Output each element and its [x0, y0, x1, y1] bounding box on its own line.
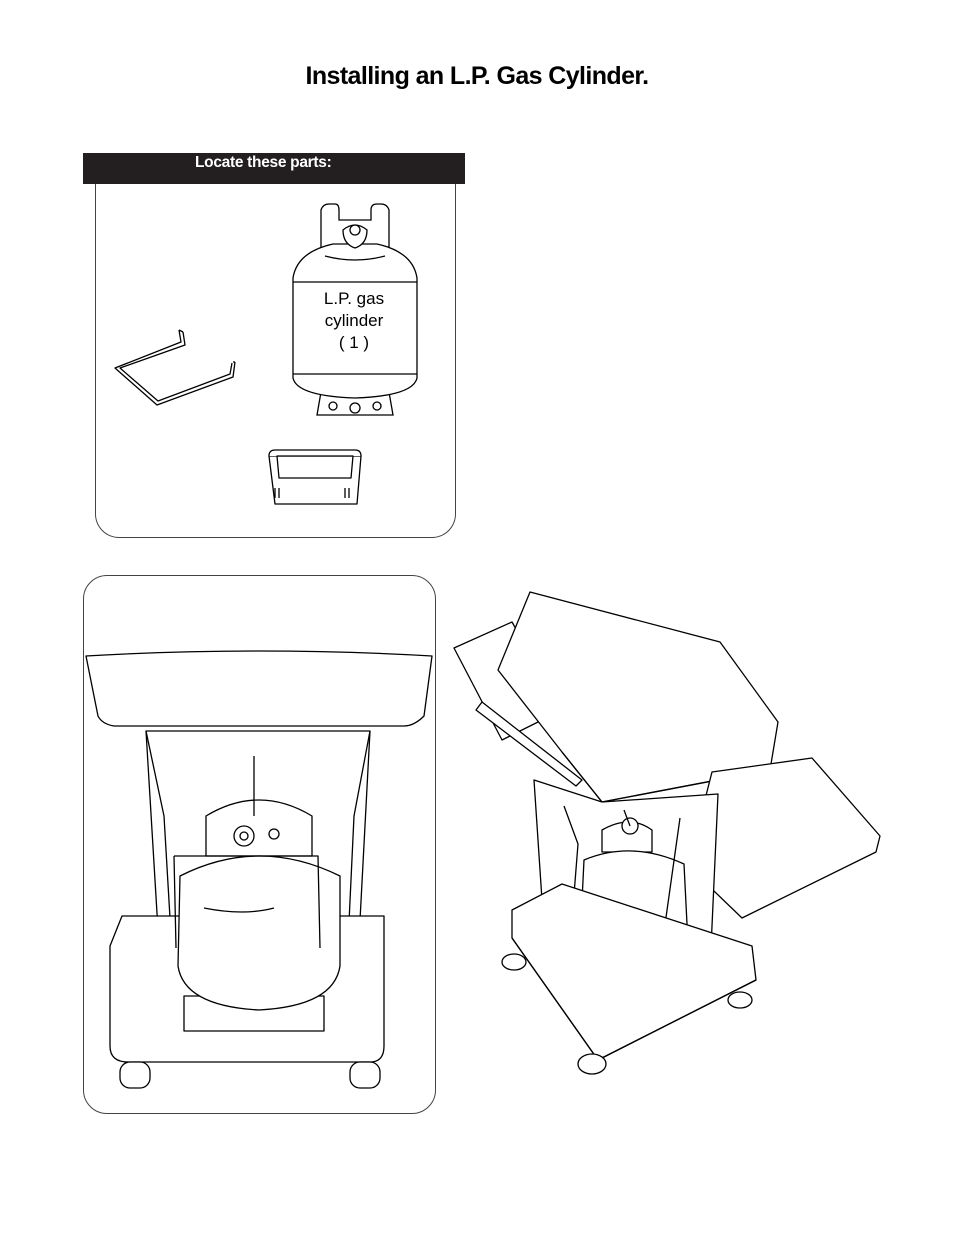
parts-box-header-label: Locate these parts: [195, 154, 332, 171]
retaining-wire-illustration [105, 320, 245, 415]
lp-gas-cylinder-label: L.P. gas cylinder ( 1 ) [292, 288, 416, 354]
page-title: Installing an L.P. Gas Cylinder. [305, 62, 650, 90]
parts-box-header: Locate these parts: [83, 153, 465, 184]
drip-cup-illustration [265, 448, 365, 510]
perspective-grill-illustration [452, 590, 882, 1080]
lp-gas-cylinder-illustration [285, 200, 425, 422]
rear-view-panel [83, 575, 436, 1114]
parts-box [95, 184, 456, 538]
rear-view-grill-illustration [84, 576, 434, 1111]
cylinder-label-line-2: cylinder [324, 311, 384, 330]
cylinder-label-line-3: ( 1 ) [338, 333, 370, 352]
cylinder-label-line-1: L.P. gas [323, 289, 385, 308]
